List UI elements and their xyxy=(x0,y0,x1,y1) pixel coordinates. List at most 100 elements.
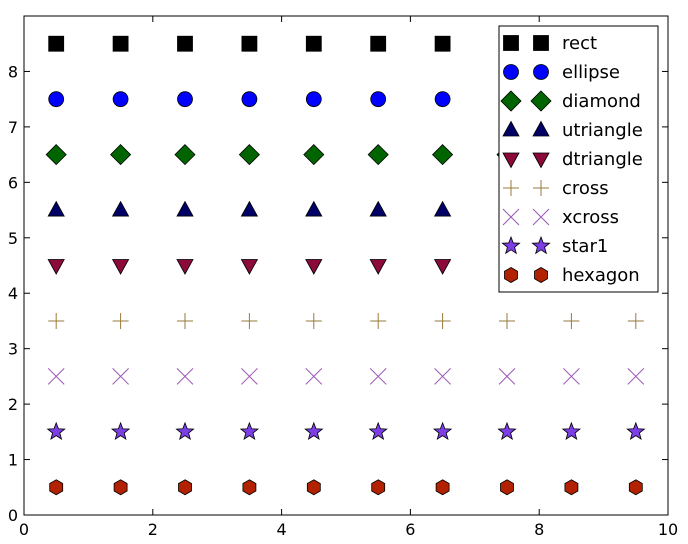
data-point-star1 xyxy=(110,421,131,441)
y-tick-label: 2 xyxy=(8,395,18,414)
legend-marker-cross xyxy=(503,180,519,196)
legend-entry-utriangle: utriangle xyxy=(502,120,643,141)
data-point-diamond xyxy=(174,144,196,166)
legend-entry-rect: rect xyxy=(503,33,597,54)
legend-marker-diamond xyxy=(530,90,552,112)
legend-marker-utriangle xyxy=(532,120,550,137)
data-point-star1 xyxy=(304,421,324,441)
data-point-ellipse xyxy=(48,91,65,108)
data-point-star1 xyxy=(497,421,517,441)
data-point-star1 xyxy=(626,421,646,441)
data-point-xcross xyxy=(47,368,65,385)
data-point-ellipse xyxy=(370,91,387,108)
data-point-cross xyxy=(370,312,387,329)
series-star1 xyxy=(46,421,646,441)
y-tick-label: 5 xyxy=(8,229,18,248)
data-point-cross xyxy=(305,312,322,329)
legend-marker-rect xyxy=(503,35,519,51)
data-point-utriangle xyxy=(240,200,259,217)
data-point-diamond xyxy=(45,144,67,166)
data-point-diamond xyxy=(238,144,260,166)
data-point-xcross xyxy=(176,368,194,385)
x-tick-label: 8 xyxy=(534,520,544,539)
data-point-xcross xyxy=(627,368,645,385)
legend-label: cross xyxy=(562,178,609,199)
data-point-xcross xyxy=(112,368,129,385)
series-cross xyxy=(48,312,644,329)
data-point-utriangle xyxy=(433,200,452,217)
legend-label: dtriangle xyxy=(562,149,643,170)
data-point-utriangle xyxy=(111,200,130,217)
legend-label: diamond xyxy=(562,91,641,112)
data-point-xcross xyxy=(241,368,258,385)
data-point-xcross xyxy=(369,368,387,385)
legend-entry-hexagon: hexagon xyxy=(504,265,640,286)
legend-marker-ellipse xyxy=(503,64,519,80)
x-tick-label: 10 xyxy=(658,520,678,539)
legend-marker-star1 xyxy=(501,235,521,255)
legend-entry-diamond: diamond xyxy=(500,90,641,112)
data-point-xcross xyxy=(434,368,451,385)
legend-marker-hexagon xyxy=(534,267,548,283)
data-point-star1 xyxy=(239,421,260,441)
data-point-hexagon xyxy=(306,479,321,496)
legend-marker-dtriangle xyxy=(532,152,550,169)
legend-entry-xcross: xcross xyxy=(502,207,619,228)
legend-marker-cross xyxy=(533,180,549,196)
legend-marker-xcross xyxy=(502,208,520,226)
plot-frame xyxy=(23,15,669,516)
data-point-ellipse xyxy=(177,91,193,108)
legend-marker-dtriangle xyxy=(502,152,520,169)
legend-entry-cross: cross xyxy=(503,178,609,199)
data-point-xcross xyxy=(563,368,580,385)
data-point-dtriangle xyxy=(305,259,323,275)
legend-label: utriangle xyxy=(562,120,643,141)
legend-label: rect xyxy=(562,33,597,54)
data-point-utriangle xyxy=(47,200,65,217)
data-point-utriangle xyxy=(176,200,194,217)
data-point-dtriangle xyxy=(433,259,452,275)
legend-marker-xcross xyxy=(532,208,550,226)
data-point-hexagon xyxy=(49,479,64,496)
series-hexagon xyxy=(49,479,643,496)
data-point-hexagon xyxy=(178,479,192,496)
y-tick-label: 4 xyxy=(8,284,18,303)
legend-label: hexagon xyxy=(562,265,640,286)
data-point-rect xyxy=(434,35,451,52)
legend-marker-ellipse xyxy=(533,64,549,80)
legend-marker-star1 xyxy=(531,235,551,255)
y-tick-label: 8 xyxy=(8,62,18,81)
data-point-dtriangle xyxy=(369,259,387,275)
data-point-rect xyxy=(241,35,258,52)
data-point-rect xyxy=(177,35,193,52)
data-point-hexagon xyxy=(371,479,386,496)
data-point-dtriangle xyxy=(240,259,259,275)
y-tick-label: 1 xyxy=(8,451,18,470)
legend-label: xcross xyxy=(562,207,619,228)
legend-entry-ellipse: ellipse xyxy=(503,62,620,83)
data-point-cross xyxy=(563,312,580,329)
legend-entry-dtriangle: dtriangle xyxy=(502,149,643,170)
data-point-hexagon xyxy=(113,479,128,496)
data-point-star1 xyxy=(175,421,195,441)
data-point-ellipse xyxy=(305,91,322,108)
legend-marker-utriangle xyxy=(502,120,520,137)
data-point-star1 xyxy=(368,421,388,441)
y-tick-label: 0 xyxy=(8,506,18,525)
x-tick-label: 4 xyxy=(277,520,287,539)
data-point-star1 xyxy=(561,421,582,441)
data-point-hexagon xyxy=(628,479,643,496)
legend-label: ellipse xyxy=(562,62,620,83)
data-point-star1 xyxy=(46,421,66,441)
data-point-cross xyxy=(499,312,515,329)
legend: rect ellipse diamond utriangle dtriangle cros… xyxy=(498,25,659,293)
legend-entry-star1: star1 xyxy=(501,235,608,257)
data-point-rect xyxy=(112,35,129,52)
y-tick-label: 7 xyxy=(8,118,18,137)
data-point-rect xyxy=(48,35,65,52)
data-point-diamond xyxy=(367,144,389,166)
data-point-diamond xyxy=(110,144,132,166)
data-point-utriangle xyxy=(369,200,387,217)
